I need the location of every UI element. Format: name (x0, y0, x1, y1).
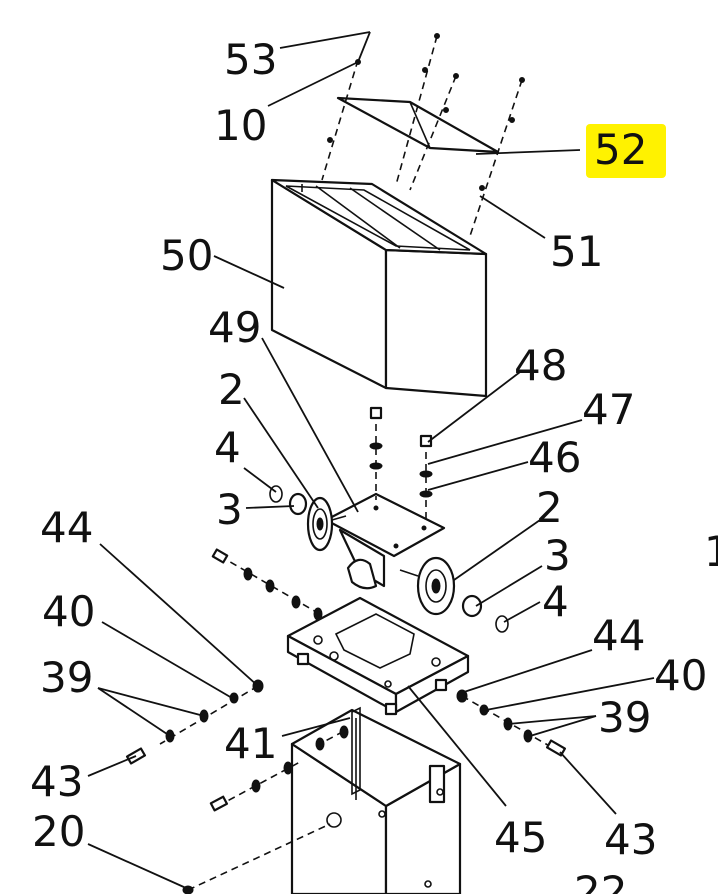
label-48: 48 (514, 341, 567, 390)
label-44-left: 44 (40, 503, 93, 552)
right-wheel-assembly (399, 556, 509, 633)
bracket-bolts (369, 406, 433, 520)
label-44-right: 44 (592, 611, 645, 660)
label-4-left: 4 (214, 423, 241, 472)
label-51: 51 (550, 227, 603, 276)
label-10: 10 (214, 101, 267, 150)
label-50: 50 (160, 231, 213, 280)
label-41: 41 (224, 719, 277, 768)
hopper-bolts (321, 33, 525, 237)
label-20: 20 (32, 807, 85, 856)
callout-labels: 53 10 52 50 51 49 48 2 47 4 46 3 2 44 3 … (30, 35, 718, 894)
label-49: 49 (208, 303, 261, 352)
label-22: 22 (574, 867, 627, 894)
label-40-right: 40 (654, 651, 707, 700)
leader-lines (87, 31, 655, 889)
label-47: 47 (582, 385, 635, 434)
left-wheel-assembly (269, 485, 347, 552)
label-46: 46 (528, 433, 581, 482)
label-3-right: 3 (544, 531, 571, 580)
column-housing (182, 706, 462, 894)
label-39-right: 39 (598, 693, 651, 742)
label-39-left: 39 (40, 653, 93, 702)
label-3-left: 3 (216, 485, 243, 534)
label-2-right: 2 (536, 483, 563, 532)
hopper-box (270, 178, 488, 398)
motor-bracket (324, 492, 446, 590)
label-53: 53 (224, 35, 277, 84)
label-43-left: 43 (30, 757, 83, 806)
label-2-left: 2 (218, 365, 245, 414)
label-43-right: 43 (604, 815, 657, 864)
label-40-left: 40 (42, 587, 95, 636)
label-52: 52 (594, 125, 647, 174)
highlight-52 (586, 124, 666, 178)
label-1: 1 (704, 527, 718, 576)
base-plate (286, 596, 470, 716)
label-4-right: 4 (542, 577, 569, 626)
label-45: 45 (494, 813, 547, 862)
right-lower-bolts (456, 689, 567, 757)
left-bolt-string (211, 548, 331, 621)
